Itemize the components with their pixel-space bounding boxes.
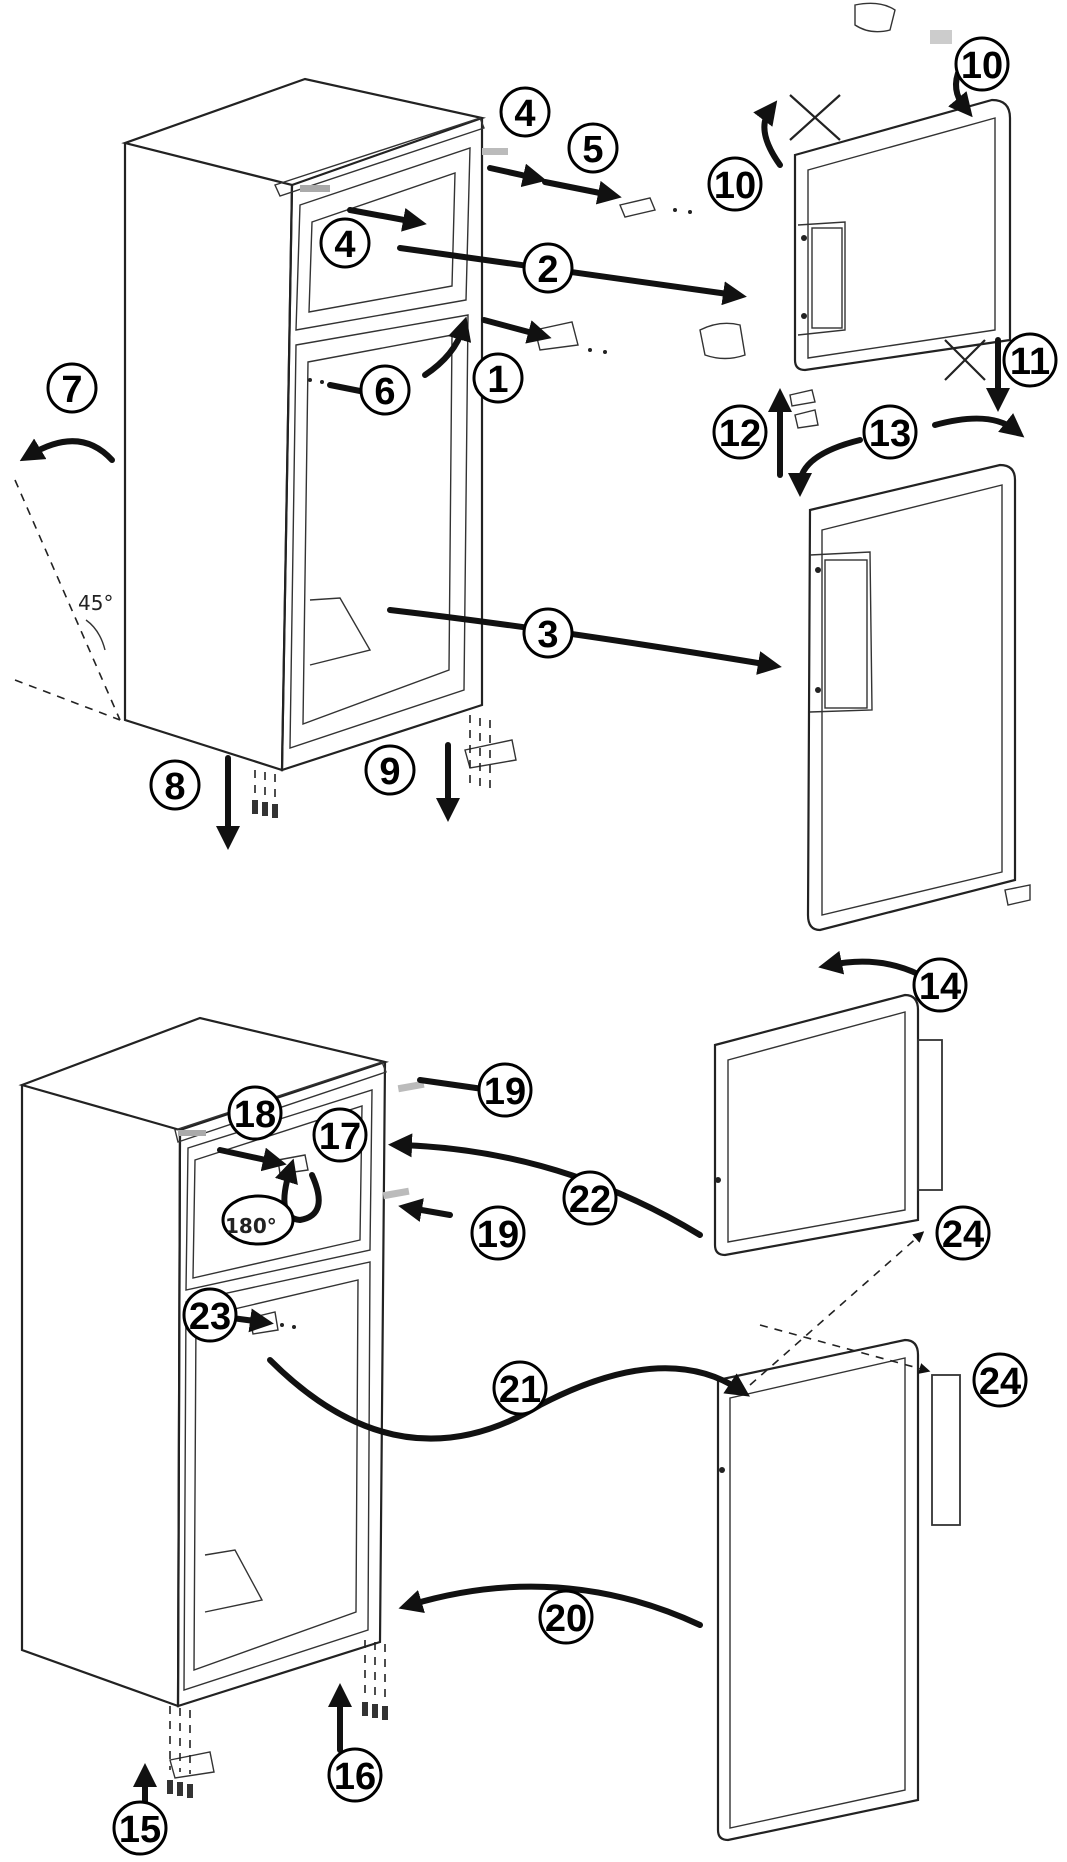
svg-text:1: 1 (487, 359, 508, 401)
callout-11: 11 (1002, 332, 1058, 388)
svg-text:9: 9 (379, 751, 400, 793)
tilt-guide (14, 479, 121, 721)
svg-text:21: 21 (499, 1369, 541, 1411)
svg-text:11: 11 (1010, 341, 1050, 383)
svg-text:4: 4 (334, 224, 355, 266)
svg-text:22: 22 (569, 1179, 611, 1221)
callout-5: 5 (567, 122, 619, 174)
callout-8: 8 (149, 759, 201, 811)
svg-text:7: 7 (61, 369, 82, 411)
svg-text:15: 15 (119, 1809, 161, 1851)
svg-text:13: 13 (869, 413, 911, 455)
svg-text:45°: 45° (78, 591, 113, 615)
svg-text:180°: 180° (225, 1214, 277, 1238)
svg-text:8: 8 (164, 766, 185, 808)
fridge-body-top (121, 77, 508, 772)
not-allowed-marks (789, 94, 986, 381)
screws-top (252, 715, 491, 818)
svg-text:3: 3 (537, 614, 558, 656)
callout-9: 9 (364, 744, 416, 796)
svg-text:12: 12 (719, 413, 761, 455)
svg-text:14: 14 (919, 966, 961, 1008)
callout-21: 21 (492, 1360, 548, 1416)
svg-text:4: 4 (514, 93, 535, 135)
svg-text:20: 20 (545, 1598, 587, 1640)
svg-text:10: 10 (714, 165, 756, 207)
callout-14: 14 (912, 957, 968, 1013)
fridge-door-top (806, 463, 1017, 932)
callout-2: 2 (522, 242, 574, 294)
callout-19a: 19 (477, 1062, 533, 1118)
callout-10a: 10 (707, 156, 763, 212)
callout-4b: 4 (319, 217, 371, 269)
hinge-parts-bottom (169, 1080, 425, 1779)
arrows-top (19, 65, 1025, 978)
freezer-door-bottom (713, 993, 943, 1257)
callout-12: 12 (712, 404, 768, 460)
callout-18: 18 (227, 1085, 283, 1141)
arrows-bottom (133, 1077, 931, 1843)
svg-text:19: 19 (477, 1214, 519, 1256)
fridge-body-bottom (18, 1016, 390, 1708)
svg-text:24: 24 (979, 1361, 1021, 1403)
callout-16: 16 (327, 1747, 383, 1803)
svg-text:6: 6 (374, 371, 395, 413)
callout-23: 23 (182, 1287, 238, 1343)
tilt-angle-label: 45° (78, 591, 113, 615)
hinge-parts-top (308, 2, 1031, 906)
svg-text:17: 17 (319, 1116, 361, 1158)
screws-bottom (167, 1640, 388, 1798)
svg-text:5: 5 (582, 129, 603, 171)
callout-7: 7 (46, 362, 98, 414)
callout-24a: 24 (935, 1205, 991, 1261)
svg-text:10: 10 (961, 45, 1003, 87)
callout-24b: 24 (972, 1352, 1028, 1408)
callout-4a: 4 (499, 86, 551, 138)
fridge-door-bottom (716, 1338, 961, 1842)
callout-13: 13 (862, 404, 918, 460)
svg-text:16: 16 (334, 1756, 376, 1798)
svg-text:2: 2 (537, 249, 558, 291)
svg-text:23: 23 (189, 1296, 231, 1338)
freezer-door-top (793, 98, 1012, 372)
callout-19b: 19 (470, 1205, 526, 1261)
callout-15: 15 (112, 1800, 168, 1856)
callout-10b: 10 (954, 36, 1010, 92)
callout-17: 17 (312, 1107, 368, 1163)
svg-text:24: 24 (942, 1214, 984, 1256)
callout-6: 6 (359, 364, 411, 416)
svg-text:19: 19 (484, 1071, 526, 1113)
callout-20: 20 (538, 1589, 594, 1645)
svg-text:18: 18 (234, 1094, 276, 1136)
callout-3: 3 (522, 607, 574, 659)
callout-22: 22 (562, 1170, 618, 1226)
rotate-angle-label: 180° (221, 1194, 295, 1246)
callout-1: 1 (472, 352, 524, 404)
